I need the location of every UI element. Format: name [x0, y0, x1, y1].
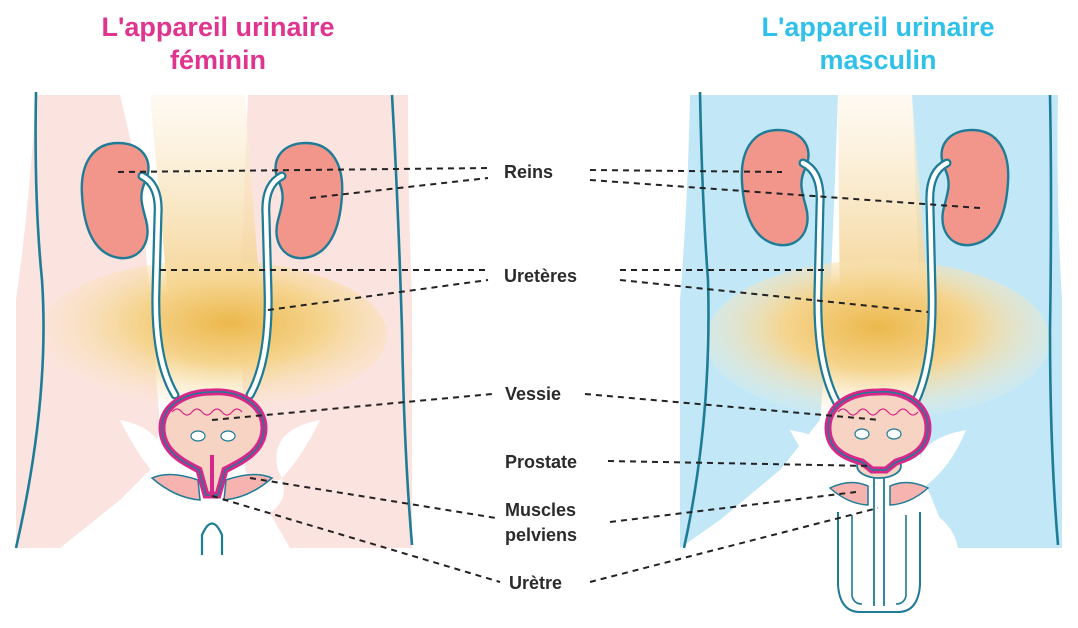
- female-ureteric-orifice-left: [191, 431, 205, 441]
- label-muscles-line2: pelviens: [505, 523, 577, 548]
- female-pelvis: [37, 260, 387, 410]
- label-muscles-line1: Muscles: [505, 498, 577, 523]
- male-figure: [680, 92, 1062, 612]
- male-ureteric-orifice-right: [887, 429, 901, 439]
- male-ureteric-orifice-left: [855, 429, 869, 439]
- label-vessie: Vessie: [505, 383, 561, 405]
- label-reins: Reins: [504, 161, 553, 183]
- male-bladder: [828, 392, 928, 470]
- female-figure: [16, 92, 412, 555]
- male-penis: [838, 512, 920, 612]
- label-ureteres: Uretères: [504, 265, 577, 287]
- label-prostate: Prostate: [505, 451, 577, 473]
- label-muscles-pelviens: Muscles pelviens: [505, 498, 577, 548]
- female-ureteric-orifice-right: [221, 431, 235, 441]
- label-uretre: Urètre: [509, 572, 562, 594]
